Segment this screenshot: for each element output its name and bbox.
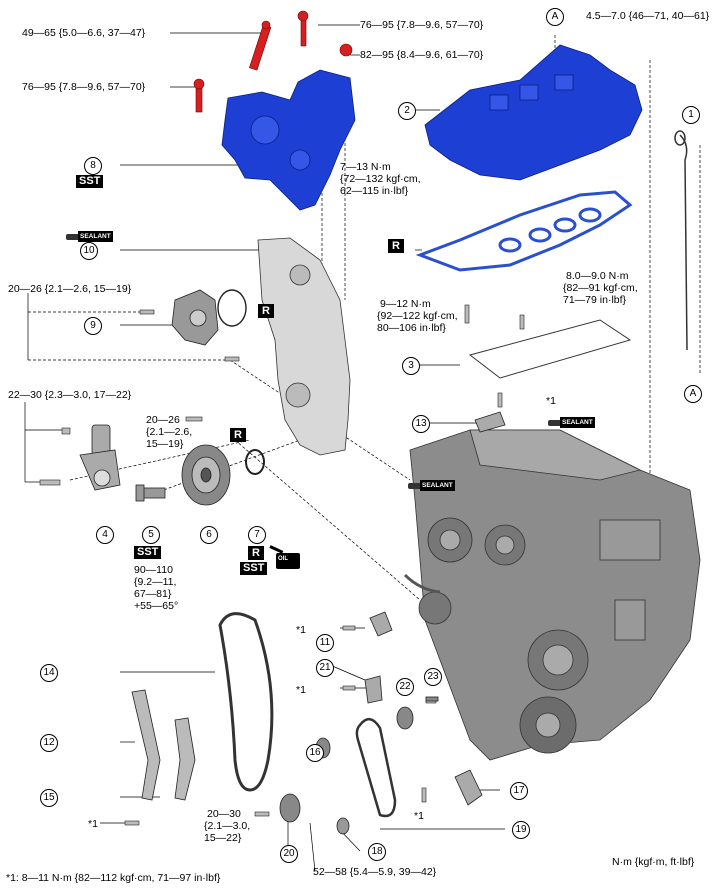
sprockets [279,696,439,835]
reference-a-top: A [546,8,564,26]
callout-11: 11 [316,634,334,652]
torque-spec-sprocket-l1: 20—30 [207,808,241,820]
torque-spec-nm-2-l1: 8.0—9.0 N·m [566,270,629,282]
callout-4: 4 [96,526,114,544]
sealant-tag-cover: SEALANT [66,231,113,242]
callout-10: 10 [80,242,98,260]
callout-14: 14 [40,664,58,682]
note-star1-marker-2: *1 [296,624,306,636]
torque-spec-cover-bolt-l3: 15—19} [146,438,184,450]
timing-chain [218,612,274,792]
cylinder-head-cover [424,44,643,181]
torque-spec-nm-2-l3: 71—79 in·lbf} [563,294,627,306]
chain-tensioner-auto [79,424,121,491]
callout-15: 15 [40,789,58,807]
torque-spec-crank-bolt-l1: 90—110 [134,564,173,576]
note-star1-marker-4: *1 [414,810,424,822]
dipstick [674,130,688,351]
callout-13: 13 [412,415,430,433]
small-tensioners [364,411,506,806]
replace-badge-seal: R [248,546,264,560]
torque-spec-nm-1-l3: 62—115 in·lbf} [340,185,409,197]
water-pump-o-ring [217,289,247,327]
callout-2: 2 [398,102,416,120]
front-oil-seal [245,449,265,475]
crankshaft-pulley-bolt [135,484,166,502]
sealant-tag-engine-top: SEALANT [548,417,595,428]
head-cover-gasket [415,190,633,272]
sst-badge-8: SST [76,175,104,188]
torque-spec-bolt-d: 4.5—7.0 {46—71, 40—61} [586,10,710,22]
torque-spec-nm-1-l1: 7—13 N·m [340,161,391,173]
callout-12: 12 [40,734,58,752]
sealant-tube-icon [548,419,560,426]
head-cover-bolt-plate [468,319,632,379]
torque-spec-tensioner: 22—30 {2.3—3.0, 17—22} [8,389,132,401]
sealant-tag-engine-side: SEALANT [408,480,455,491]
sealant-tube-icon [66,233,78,240]
water-pump [171,289,219,346]
torque-spec-bolt-c: 82—95 {8.4—9.6, 61—70} [360,49,484,61]
torque-spec-cover-bolt-l1: 20—26 [146,414,180,426]
torque-spec-crank-bolt-l3: 67—81} [134,588,172,600]
note-star1-marker-3: *1 [296,684,306,696]
reference-a-bottom: A [684,385,702,403]
units-legend: N·m {kgf·m, ft·lbf} [612,856,695,868]
torque-spec-crank-bolt-l2: {9.2—11, [134,576,177,588]
footnote: *1: 8—11 N·m {82—112 kgf·cm, 71—97 in·lb… [6,872,221,884]
leader-lines [24,24,701,872]
oil-can-icon: OIL [269,545,304,571]
engine-assembly [403,429,701,761]
timing-chain-cover [257,237,351,456]
small-bolts [39,304,525,826]
replace-badge-gasket: R [388,239,404,253]
chain-guides [131,689,196,801]
torque-spec-water-pump: 20—26 {2.1—2.6, 15—19} [8,283,132,295]
callout-5: 5 [142,526,160,544]
torque-spec-nm-2-l2: {82—91 kgf·cm, [563,282,638,294]
callout-21: 21 [316,659,334,677]
callout-16: 16 [306,744,324,762]
torque-spec-bolt-a: 49—65 {5.0—6.6, 37—47} [22,27,146,39]
sealant-tube-icon [408,482,420,489]
torque-spec-bolt-b: 76—95 {7.8—9.6, 57—70} [360,19,484,31]
sst-badge-7: SST [240,562,268,575]
replace-badge-cover: R [230,428,246,442]
oil-pump-bracket [221,69,356,211]
torque-spec-sprocket-l3: 15—22} [204,832,242,844]
torque-spec-oil-pump-sprocket: 52—58 {5.4—5.9, 39—42} [313,866,437,878]
note-star1-marker-5: *1 [88,818,98,830]
callout-8: 8 [84,157,102,175]
callout-17: 17 [510,782,528,800]
oil-pump-chain [355,718,397,818]
crankshaft-pulley [181,444,231,506]
callout-9: 9 [84,317,102,335]
torque-spec-crank-bolt-l4: +55—65° [134,600,179,612]
callout-18: 18 [368,843,386,861]
callout-6: 6 [200,526,218,544]
bolts-top [193,10,353,113]
torque-spec-nm-3-l2: {92—122 kgf·cm, [377,310,458,322]
oil-label: OIL [278,556,288,562]
torque-spec-nm-3-l1: 9—12 N·m [380,298,431,310]
sst-badge-5: SST [134,546,162,559]
callout-19: 19 [512,821,530,839]
note-star1-marker-1: *1 [546,395,556,407]
torque-spec-nm-3-l3: 80—106 in·lbf} [377,322,446,334]
callout-22: 22 [396,678,414,696]
torque-spec-sprocket-l2: {2.1—3.0, [204,820,251,832]
replace-badge-o-ring: R [258,304,274,318]
callout-20: 20 [280,845,298,863]
torque-spec-nm-1-l2: {72—132 kgf·cm, [340,173,421,185]
torque-spec-cover-bolt-l2: {2.1—2.6, [146,426,193,438]
callout-1: 1 [682,106,700,124]
callout-23: 23 [424,668,442,686]
torque-spec-bolt-e: 76—95 {7.8—9.6, 57—70} [22,81,146,93]
callout-3: 3 [402,357,420,375]
callout-7: 7 [248,526,266,544]
